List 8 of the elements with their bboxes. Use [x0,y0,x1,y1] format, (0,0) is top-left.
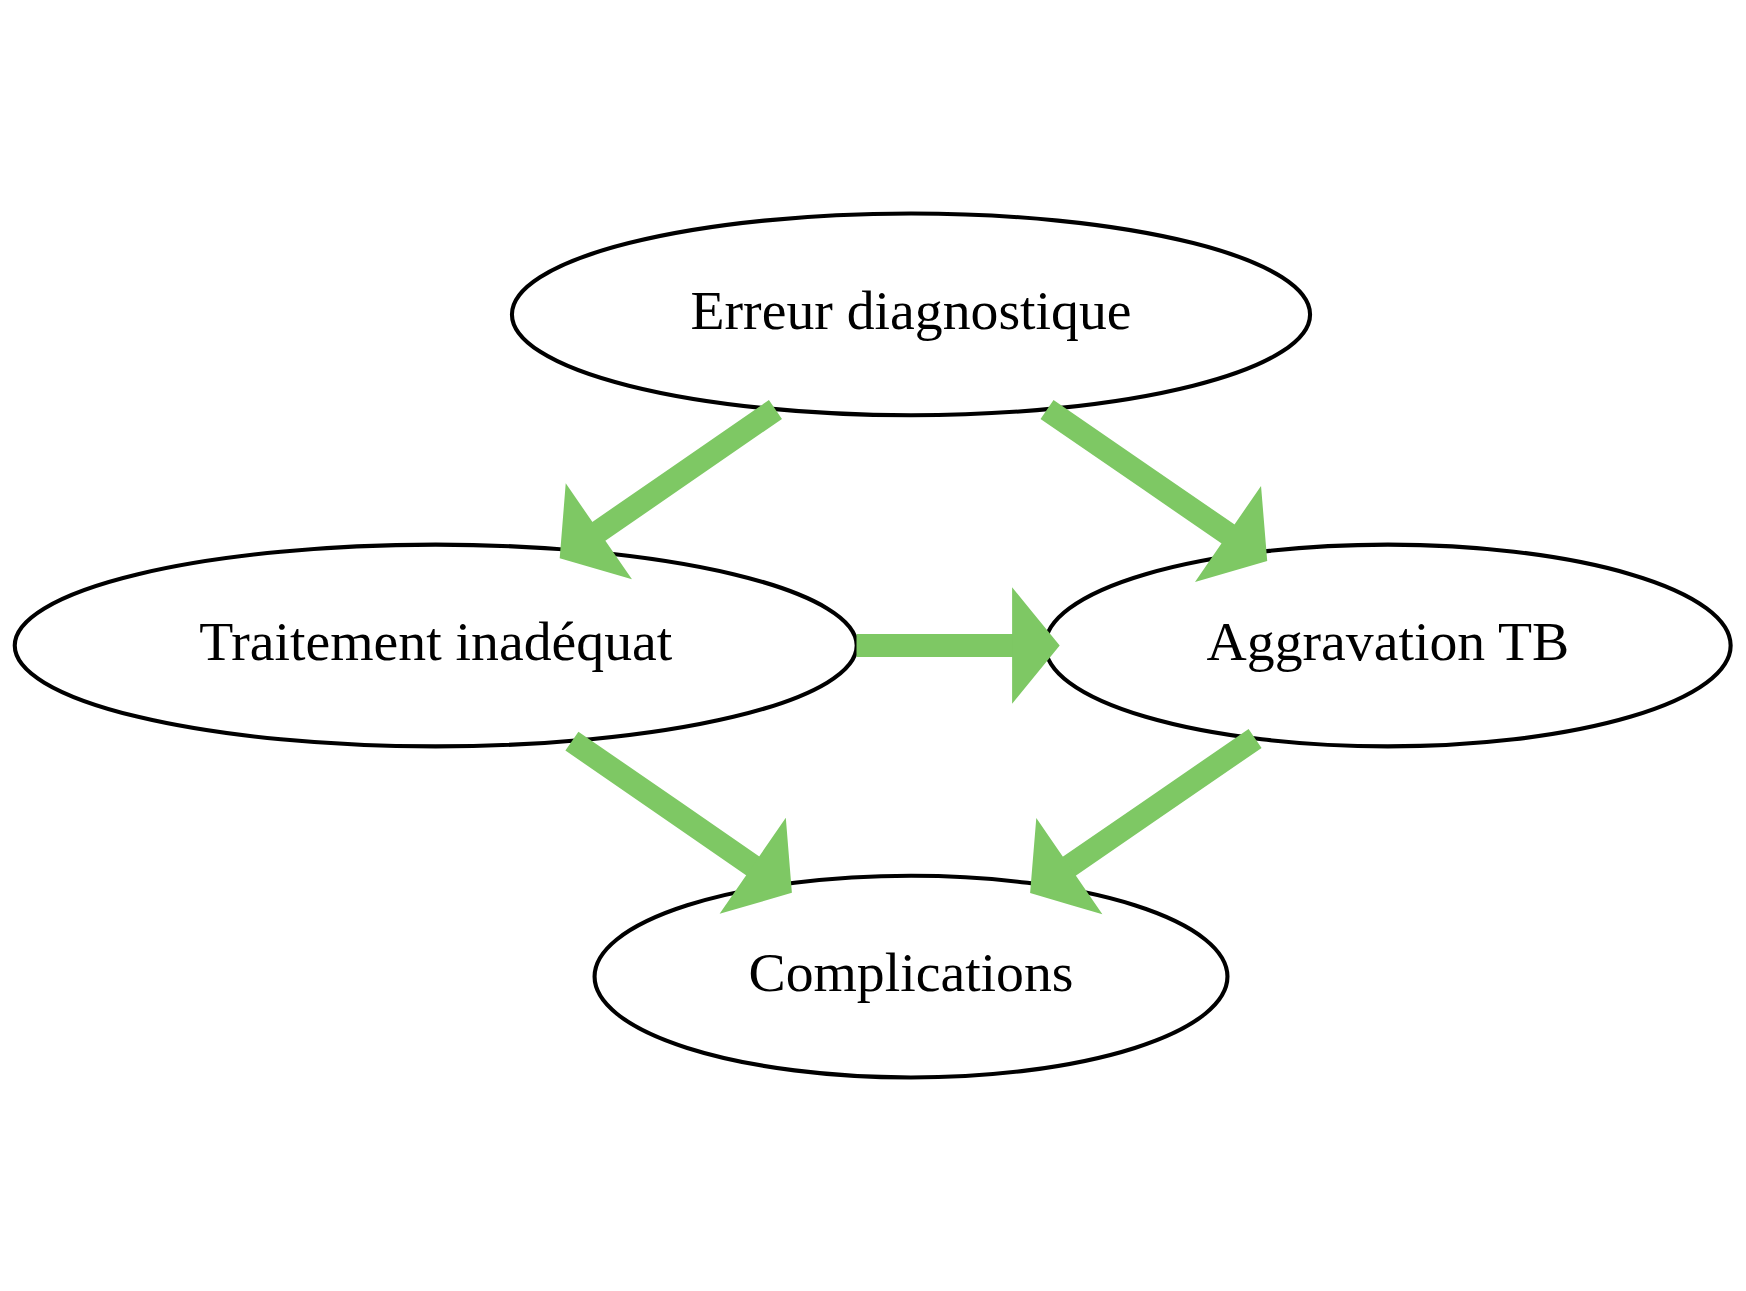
arrow [1040,400,1268,582]
node-ellipse: Complications [592,873,1230,1080]
node-ellipse: Erreur diagnostique [509,211,1313,418]
arrow [856,587,1060,704]
node-ellipse: Traitement inadéquat [12,542,859,749]
arrow [559,400,782,580]
arrow [565,731,792,914]
arrow [1030,729,1262,915]
